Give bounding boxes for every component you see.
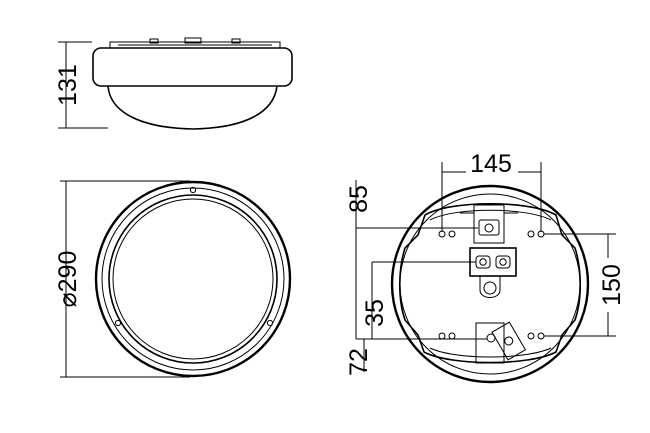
rear-view-mounting-plate [399,202,581,364]
side-view-base [92,47,293,87]
height-dimension-label: 131 [54,64,82,106]
bottom-bracket [475,322,505,364]
top-bracket [473,204,505,244]
screw-right [266,319,274,327]
mounting-hole [448,332,456,340]
terminal-block [469,247,517,277]
diameter-dimension-label: ⌀290 [54,251,82,308]
rear-view: 145 150 85 35 72 [345,150,626,384]
mounting-hole [537,332,545,340]
side-view: 131 [54,37,293,130]
left-mid-label: 35 [361,299,389,327]
front-view-diffuser-edge [108,194,278,364]
side-view-top-strip [109,41,281,49]
mounting-hole [527,230,535,238]
top-spacing-label: 145 [470,150,512,178]
mounting-hole [438,332,446,340]
left-lower-label: 72 [345,348,373,376]
front-view-outer-ring [94,180,292,378]
left-upper-label: 85 [345,185,373,213]
side-view-diffuser [107,85,278,130]
right-spacing-label: 150 [598,264,626,306]
screw-top [189,186,197,194]
mounting-hole [448,230,456,238]
front-view: ⌀290 [54,180,292,378]
mounting-hole [527,332,535,340]
rear-view-outer-ring [390,184,590,384]
screw-left [114,319,122,327]
